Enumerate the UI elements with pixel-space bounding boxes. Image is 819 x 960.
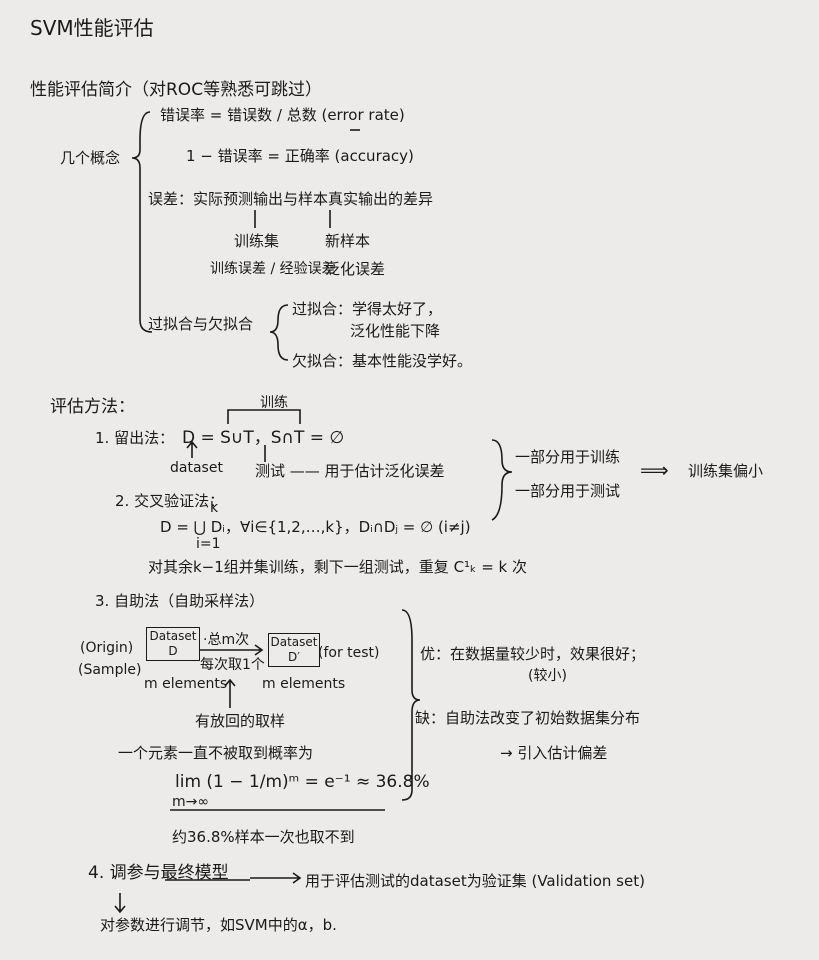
- split-test: 一部分用于测试: [515, 482, 621, 500]
- fit-label: 过拟合与欠拟合: [148, 315, 254, 333]
- fit-brace: [269, 304, 289, 361]
- training-set-label: 训练集: [234, 232, 280, 250]
- bootstrap-label: 3. 自助法（自助采样法）: [95, 592, 265, 610]
- overfit-text: 过拟合：学得太好了，: [292, 300, 443, 318]
- overfit-text-2: 泛化性能下降: [350, 322, 441, 340]
- replacement-label: 有放回的取样: [195, 712, 286, 730]
- train-tag: 训练: [260, 395, 288, 411]
- error-split-lines: [254, 210, 331, 228]
- dataset-dprime-box: Dataset D′: [268, 633, 320, 667]
- con-text-2: → 引入估计偏差: [500, 744, 608, 762]
- holdout-conclusion: 训练集偏小: [688, 462, 764, 480]
- split-train: 一部分用于训练: [515, 448, 621, 466]
- proscons-brace: [401, 609, 421, 801]
- dataset-arrow: [186, 440, 198, 458]
- cv-note: 对其余k−1组并集训练，剩下一组测试，重复 C¹ₖ = k 次: [148, 558, 528, 576]
- generalization-error-label: 泛化误差: [325, 260, 386, 278]
- concept-group-label: 几个概念: [60, 149, 121, 167]
- concept-brace: [131, 111, 153, 333]
- tuning-note: 对参数进行调节，如SVM中的α，b.: [100, 916, 337, 934]
- limit-formula: lim (1 − 1/m)ᵐ = e⁻¹ ≈ 36.8%: [175, 772, 430, 792]
- sample-arrow: [200, 644, 264, 656]
- intro-heading: 性能评估简介（对ROC等熟悉可跳过）: [30, 80, 323, 100]
- underfit-text: 欠拟合：基本性能没学好。: [292, 352, 473, 370]
- for-test-label: (for test): [318, 645, 380, 661]
- error-rate-formula: 错误率 = 错误数 / 总数 (error rate): [160, 106, 405, 124]
- con-text: 缺：自助法改变了初始数据集分布: [415, 709, 641, 727]
- train-pointer: [227, 409, 301, 424]
- cv-label: 2. 交叉验证法：: [115, 492, 225, 510]
- m-elements-right: m elements: [262, 676, 346, 692]
- test-tag: 测试 —— 用于估计泛化误差: [255, 462, 445, 480]
- training-error-label: 训练误差 / 经验误差: [210, 261, 336, 277]
- error-definition: 误差：实际预测输出与样本真实输出的差异: [148, 190, 434, 208]
- tuning-label: 4. 调参与最终模型: [88, 863, 229, 883]
- cv-lower: i=1: [196, 536, 221, 552]
- cv-upper: k: [210, 500, 219, 516]
- m-elements-left: m elements: [144, 676, 228, 692]
- probability-note: 一个元素一直不被取到概率为: [118, 744, 314, 762]
- bootstrap-result: 约36.8%样本一次也取不到: [172, 828, 355, 846]
- cv-formula: D = ⋃ Dᵢ，∀i∈{1,2,…,k}，Dᵢ∩Dⱼ = ∅ (i≠j): [160, 518, 471, 536]
- dataset-d-box: Dataset D: [146, 627, 200, 661]
- holdout-label: 1. 留出法：: [95, 429, 175, 447]
- page-title: SVM性能评估: [30, 16, 154, 40]
- validation-note: 用于评估测试的dataset为验证集 (Validation set): [305, 872, 645, 890]
- accuracy-formula: 1 − 错误率 = 正确率 (accuracy): [186, 147, 414, 165]
- methods-heading: 评估方法：: [50, 397, 135, 417]
- pro-text-2: (较小): [528, 668, 567, 684]
- split-brace: [491, 439, 513, 521]
- validation-arrow: [250, 872, 302, 884]
- replacement-arrow: [224, 678, 236, 708]
- limit-subscript: m→∞: [172, 794, 210, 810]
- dataset-tag: dataset: [170, 460, 223, 476]
- origin-tag: (Origin): [80, 640, 134, 656]
- implies-arrow: ⟹: [640, 458, 669, 482]
- arrow-top-label: ·总m次: [203, 632, 250, 648]
- arrow-bottom-label: 每次取1个: [200, 657, 265, 673]
- tuning-arrow: [114, 893, 126, 914]
- holdout-formula: D = S∪T，S∩T = ∅: [182, 428, 345, 448]
- pro-text: 优：在数据量较少时，效果很好；: [420, 645, 646, 663]
- sample-tag: (Sample): [78, 662, 142, 678]
- new-sample-label: 新样本: [325, 232, 371, 250]
